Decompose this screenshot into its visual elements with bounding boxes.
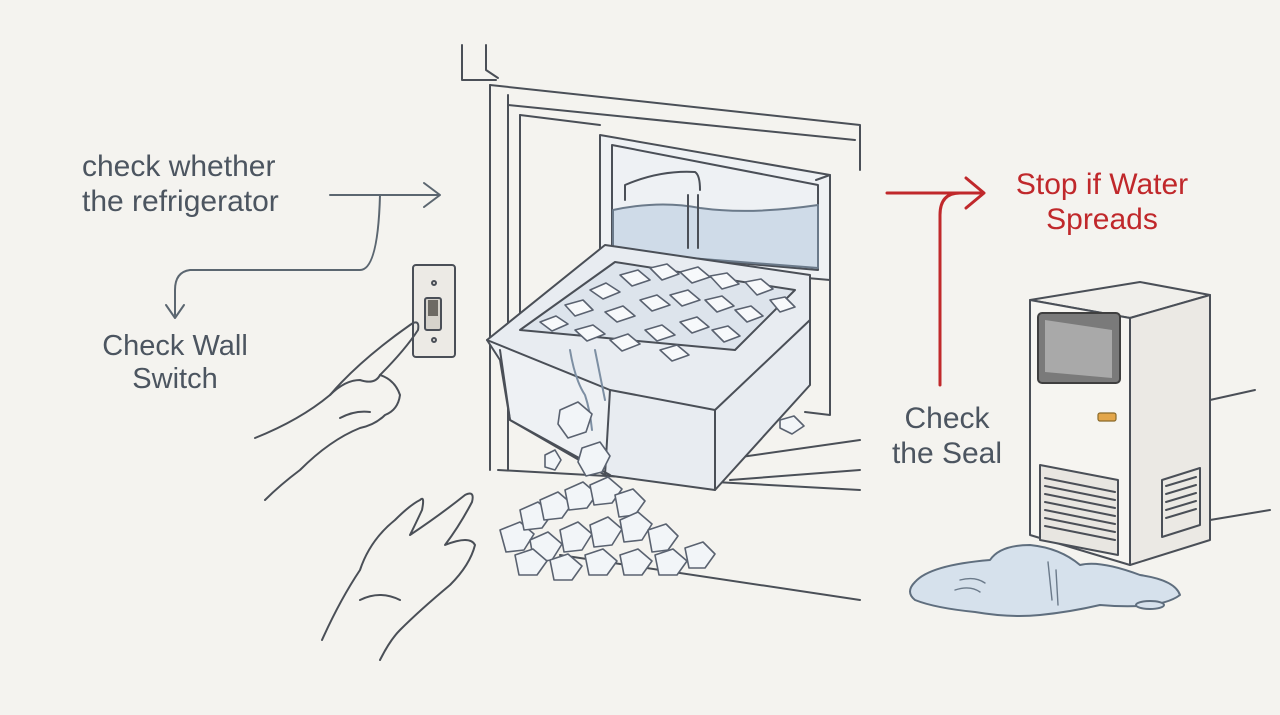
check-seal-line-2: the Seal	[891, 436, 1003, 470]
stop-if-water-line-2: Spreads	[1046, 202, 1158, 236]
check-wall-switch-line-1: Check Wall	[102, 330, 248, 362]
ice-cube-icon	[499, 401, 805, 581]
check-seal-line-1: Check	[904, 402, 990, 435]
check-refrigerator-line-1: check whether	[82, 150, 276, 183]
stop-if-water-label: Stop if Water Spreads	[1000, 168, 1204, 237]
water-puddle-icon	[909, 544, 1181, 617]
check-seal-label: Check the Seal	[885, 402, 1009, 471]
check-wall-switch-line-2: Switch	[132, 363, 218, 396]
hand-icon	[254, 321, 420, 501]
stop-if-water-line-1: Stop if Water	[1015, 168, 1189, 201]
wall-switch-icon	[412, 264, 456, 358]
check-refrigerator-line-2: the refrigerator	[82, 184, 279, 218]
check-refrigerator-label: check whether the refrigerator	[82, 150, 279, 219]
check-wall-switch-label: Check Wall Switch	[96, 330, 254, 397]
portable-ice-machine-icon	[1029, 281, 1271, 566]
arrow-to-refrigerator	[165, 182, 441, 319]
hand-icon	[321, 492, 476, 661]
alert-arrow	[885, 176, 986, 387]
ice-maker-icon	[599, 134, 831, 416]
